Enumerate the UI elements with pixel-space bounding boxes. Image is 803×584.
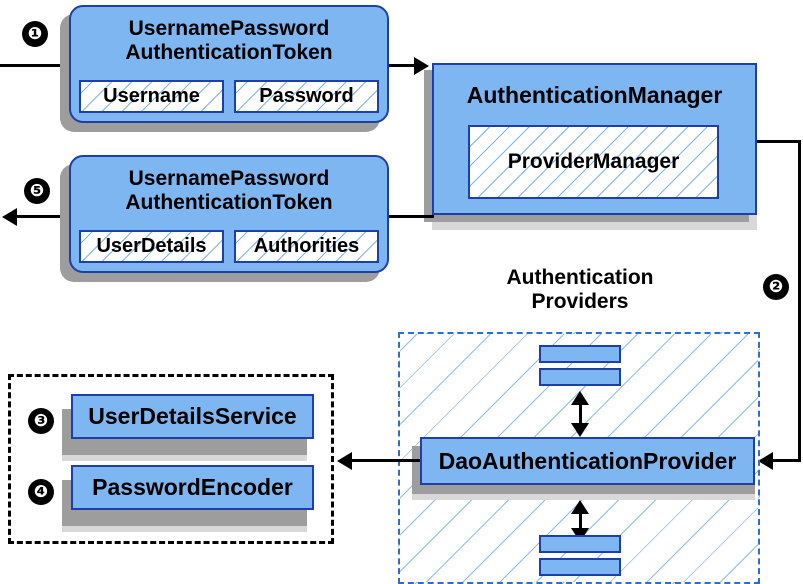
collaborators-container — [8, 374, 334, 544]
step-badge-2: ❷ — [763, 274, 789, 300]
provider-link-bottom-arrow-up — [571, 500, 589, 514]
providers-label-line1: Authentication — [506, 266, 654, 289]
provider-link-top-arrow-up — [571, 391, 589, 405]
provider-stub-top-2 — [539, 368, 621, 386]
manager-to-provider-vertical-line — [798, 140, 801, 462]
request-token-field-username: Username — [79, 80, 224, 113]
step-badge-3: ❸ — [28, 408, 54, 434]
step-badge-1: ❶ — [22, 21, 48, 47]
provider-link-top-line — [579, 400, 582, 425]
provider-stub-bottom-1 — [539, 535, 621, 553]
provider-entry-line — [773, 459, 801, 462]
provider-link-bottom-line — [579, 509, 582, 531]
manager-to-response-line — [389, 215, 434, 218]
outgoing-response-line — [16, 215, 78, 218]
response-token-title: UsernamePassword AuthenticationToken — [125, 167, 332, 214]
provider-manager-box: ProviderManager — [468, 125, 719, 199]
response-token-field-authorities: Authorities — [234, 230, 379, 263]
response-token-field-userdetails: UserDetails — [79, 230, 224, 263]
password-encoder-box: PasswordEncoder — [71, 465, 314, 510]
request-token-title-line1: UsernamePassword — [128, 17, 330, 40]
authentication-manager-title: AuthenticationManager — [466, 82, 723, 108]
provider-to-collaborators-arrow — [337, 452, 352, 470]
incoming-request-line — [0, 64, 78, 67]
provider-link-top-arrow-down — [571, 423, 589, 437]
provider-entry-arrow — [758, 452, 773, 470]
response-token-title-line1: UsernamePassword — [128, 167, 330, 190]
manager-exit-line — [757, 140, 801, 143]
outgoing-response-arrow — [2, 208, 17, 226]
step-badge-5: ❺ — [24, 178, 50, 204]
provider-stub-bottom-2 — [539, 558, 621, 576]
providers-label: Authentication Providers — [460, 266, 700, 314]
request-token-title-line2: AuthenticationToken — [125, 40, 333, 64]
request-token-field-password: Password — [234, 80, 379, 113]
provider-to-collaborators-line — [352, 459, 420, 462]
request-token-title: UsernamePassword AuthenticationToken — [125, 17, 332, 64]
provider-stub-top-1 — [539, 345, 621, 363]
response-token-title-line2: AuthenticationToken — [125, 190, 333, 214]
dao-authentication-provider-box: DaoAuthenticationProvider — [420, 437, 755, 485]
step-badge-4: ❹ — [28, 479, 54, 505]
providers-label-line2: Providers — [531, 290, 629, 314]
user-details-service-box: UserDetailsService — [71, 394, 314, 439]
request-to-manager-line — [389, 64, 417, 67]
